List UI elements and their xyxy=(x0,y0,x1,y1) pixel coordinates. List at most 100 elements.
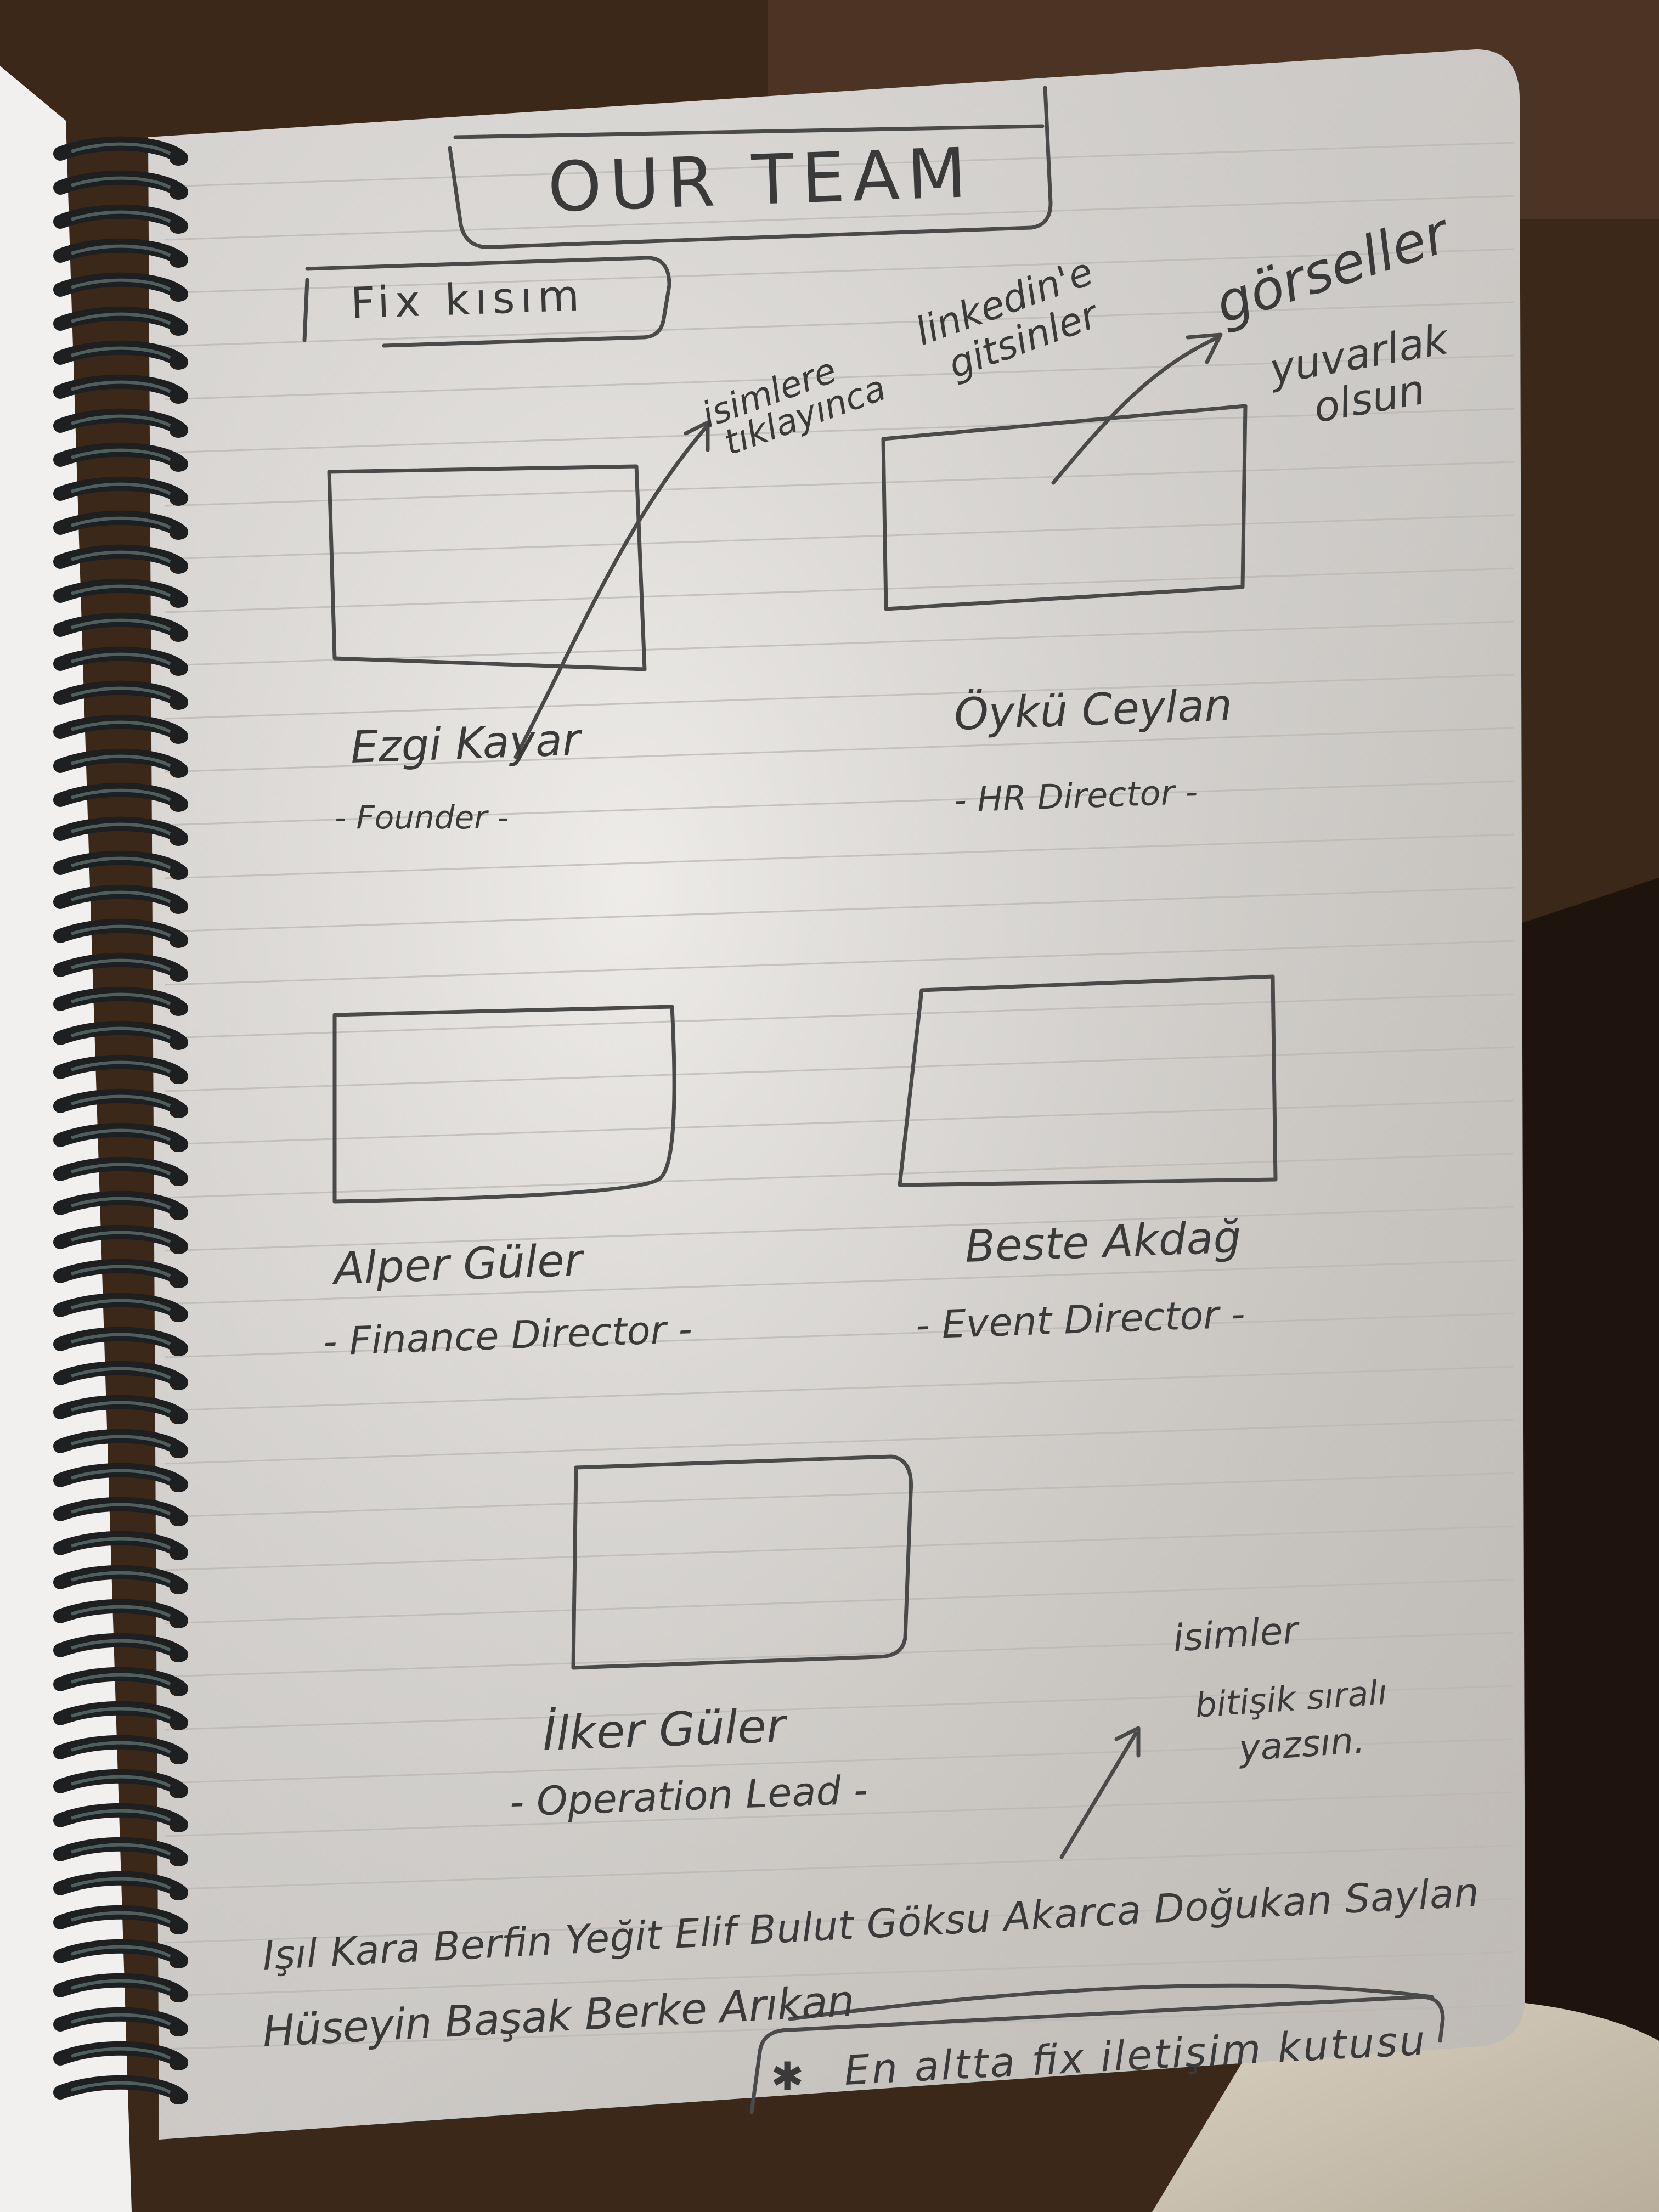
spiral-ring-highlight xyxy=(71,856,171,870)
member-name-3[interactable]: Alper Güler xyxy=(330,1234,585,1294)
spiral-ring-highlight xyxy=(71,1877,171,1890)
member-name-1[interactable]: Ezgi Kayar xyxy=(349,714,584,773)
ruled-line xyxy=(164,567,1515,613)
ruled-line xyxy=(164,727,1515,773)
spiral-ring-highlight xyxy=(71,1911,171,1924)
ruled-line xyxy=(164,940,1515,986)
linkedin-arrowhead xyxy=(684,420,710,452)
spiral-ring-highlight xyxy=(71,2081,171,2094)
ruled-line xyxy=(164,620,1515,667)
ruled-line xyxy=(164,1365,1515,1412)
ruled-line xyxy=(164,674,1515,720)
spiral-ring-highlight xyxy=(71,1673,171,1686)
ruled-line xyxy=(164,1632,1515,1678)
spiral-ring-highlight xyxy=(71,1026,171,1040)
spiral-ring-highlight xyxy=(71,142,171,155)
ruled-line xyxy=(164,1951,1515,1997)
spiral-ring-highlight xyxy=(71,822,171,836)
ruled-line xyxy=(164,1099,1515,1146)
ruled-line xyxy=(164,1578,1515,1624)
names-arrowhead xyxy=(1114,1726,1141,1758)
member-image-box-5 xyxy=(571,1454,913,1670)
ruled-line xyxy=(164,1898,1515,1944)
spiral-ring-highlight xyxy=(71,1775,171,1788)
spiral-ring-highlight xyxy=(71,1401,171,1414)
spiral-ring-highlight xyxy=(71,1809,171,1822)
spiral-ring-highlight xyxy=(71,686,171,699)
member-name-4[interactable]: Beste Akdağ xyxy=(964,1211,1242,1272)
spiral-ring-highlight xyxy=(71,1163,171,1176)
spiral-ring-highlight xyxy=(71,1333,171,1346)
ruled-line xyxy=(164,248,1515,294)
footer-box xyxy=(749,1995,1445,2114)
spiral-ring-highlight xyxy=(71,312,171,325)
member-image-box-3 xyxy=(332,1005,676,1204)
ruled-line xyxy=(164,195,1515,241)
ruled-line xyxy=(164,1153,1515,1199)
spiral-ring-highlight xyxy=(71,652,171,665)
ruled-line xyxy=(164,1259,1515,1305)
spiral-ring-highlight xyxy=(71,720,171,733)
ruled-line xyxy=(164,1525,1515,1571)
ruled-line xyxy=(164,1312,1515,1358)
spiral-ring-highlight xyxy=(71,1843,171,1856)
spiral-ring-highlight xyxy=(71,1503,171,1516)
ruled-line xyxy=(164,1472,1515,1518)
ruled-line xyxy=(164,1419,1515,1465)
spiral-ring-highlight xyxy=(71,1639,171,1652)
spiral-ring-highlight xyxy=(71,1605,171,1618)
spiral-ring-highlight xyxy=(71,448,171,461)
spiral-ring-highlight xyxy=(71,346,171,359)
ruled-line xyxy=(164,461,1515,507)
spiral-ring-highlight xyxy=(71,618,171,631)
spiral-ring-highlight xyxy=(71,1060,171,1074)
spiral-ring-highlight xyxy=(71,1094,171,1108)
spiral-ring-highlight xyxy=(71,1367,171,1380)
title-box xyxy=(448,86,1053,249)
ruled-line xyxy=(164,1046,1515,1092)
spiral-ring-highlight xyxy=(71,924,171,938)
ruled-line xyxy=(164,354,1515,400)
spiral-ring-highlight xyxy=(71,176,171,189)
spiral-ring-highlight xyxy=(71,244,171,257)
spiral-ring-highlight xyxy=(71,1435,171,1448)
ruled-lines xyxy=(164,142,1515,2050)
ruled-line xyxy=(164,1791,1515,1837)
ruled-line xyxy=(164,408,1515,454)
spiral-ring-highlight xyxy=(71,210,171,223)
page-shade xyxy=(148,49,1525,2140)
spiral-ring-highlight xyxy=(71,1571,171,1584)
spiral-ring-highlight xyxy=(71,380,171,393)
spiral-ring-highlight xyxy=(71,1299,171,1312)
images-arrow xyxy=(1051,335,1220,485)
ruled-line xyxy=(164,142,1515,188)
ruled-line xyxy=(164,833,1515,879)
spiral-ring-highlight xyxy=(71,278,171,291)
title-box-outer xyxy=(453,124,1045,139)
spiral-ring-highlight xyxy=(71,2013,171,2026)
names-note-3: yazsın. xyxy=(1237,1719,1366,1770)
linkedin-arrow xyxy=(514,423,710,759)
ruled-line xyxy=(164,1738,1515,1784)
spiral-ring-highlight xyxy=(71,754,171,768)
member-image-box-2 xyxy=(881,404,1248,611)
ruled-line xyxy=(164,1844,1515,1891)
spiral-ring-highlight xyxy=(71,550,171,563)
member-name-2[interactable]: Öykü Ceylan xyxy=(953,679,1233,740)
names-arrow xyxy=(1059,1731,1138,1859)
ruled-line xyxy=(164,1685,1515,1731)
ruled-line xyxy=(164,780,1515,826)
spiral-ring-highlight xyxy=(71,482,171,495)
ruled-line xyxy=(164,1206,1515,1252)
dark-corner xyxy=(1492,878,1659,2212)
ruled-line xyxy=(164,887,1515,933)
page-title: OUR TEAM xyxy=(546,133,975,228)
names-underline xyxy=(788,1983,1434,2021)
member-name-5[interactable]: İlker Güler xyxy=(541,1698,789,1762)
fix-label-box xyxy=(305,256,672,348)
spiral-ring-highlight xyxy=(71,2047,171,2060)
member-role-2: - HR Director - xyxy=(953,772,1198,820)
spiral-ring-highlight xyxy=(71,414,171,427)
fix-label-left xyxy=(302,278,309,342)
